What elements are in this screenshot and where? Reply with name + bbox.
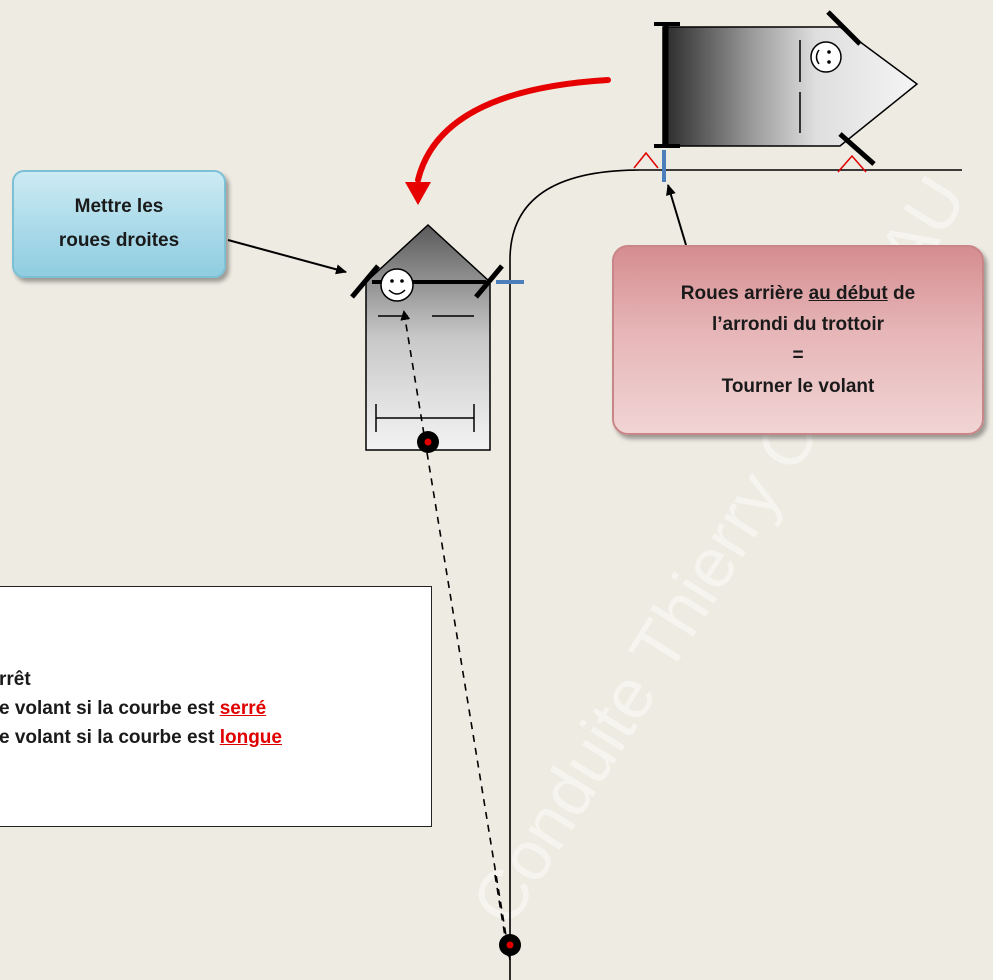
front-wheel-top (826, 10, 862, 46)
callout-right-line4: Tourner le volant (721, 376, 875, 397)
red-wheel-marker-front (837, 154, 867, 173)
callout-right-line3: = (792, 345, 804, 366)
driver-smiley-icon (810, 41, 842, 73)
turn-arrow (415, 77, 611, 183)
callout-left-line1: Mettre les (74, 196, 164, 217)
reference-point-road (499, 934, 521, 956)
front-wheel-bottom (838, 132, 876, 166)
callout-rear-wheels: Roues arrière au début de l’arrondi du t… (612, 245, 984, 435)
car-horizontal (633, 10, 919, 182)
callout-straighten-wheels: Mettre les roues droites (12, 170, 226, 278)
instructions-box: rrêt e volant si la courbe est serré e v… (0, 586, 432, 827)
front-wheel-left (350, 264, 380, 299)
reference-point-car (417, 431, 439, 453)
turn-arrow-head (405, 182, 431, 205)
red-wheel-marker-rear (633, 151, 659, 169)
driver-smiley-icon (380, 268, 414, 302)
pointer-arrow-left (227, 239, 347, 275)
sight-line-dashed (400, 310, 511, 961)
instruction-highlight-long: longue (219, 727, 282, 748)
callout-right-line1: Roues arrière au début de (680, 283, 916, 304)
curb-line (509, 169, 962, 980)
car-vertical (350, 223, 524, 451)
instruction-line-3: e volant si la courbe est longue (0, 727, 282, 748)
instruction-line-2: e volant si la courbe est serré (0, 698, 267, 719)
front-wheel-right (474, 264, 504, 299)
callout-right-underlined: au début (808, 283, 888, 304)
pointer-arrow-right (666, 184, 687, 246)
instruction-line-1: rrêt (0, 669, 31, 690)
instruction-highlight-tight: serré (219, 698, 267, 719)
callout-right-line2: l’arrondi du trottoir (711, 314, 885, 335)
callout-left-line2: roues droites (58, 230, 180, 251)
